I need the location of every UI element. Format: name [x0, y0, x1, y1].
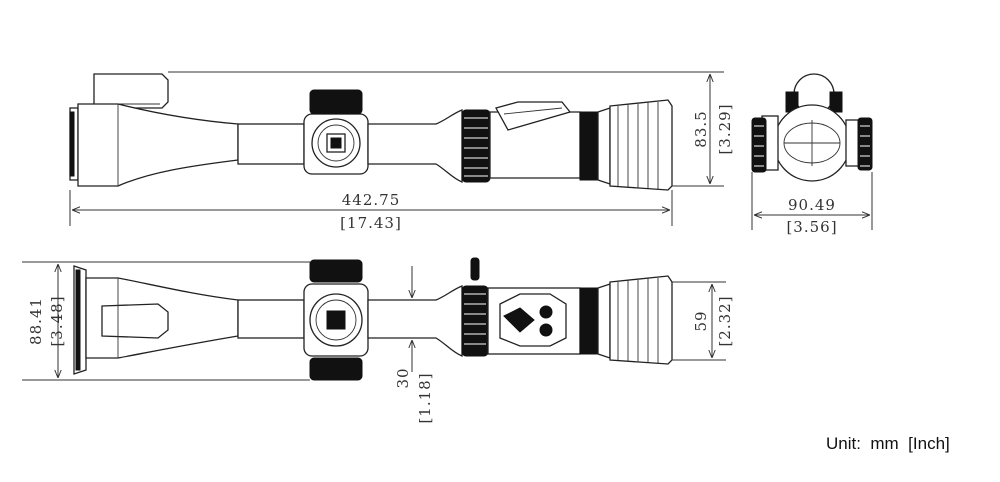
top-body — [487, 287, 581, 355]
tube-dimension: 30 [1.18] — [394, 266, 434, 424]
length-in-label: [17.43] — [340, 214, 402, 232]
main-tube-front — [237, 123, 305, 165]
scope-body — [489, 101, 581, 179]
front-right-knob — [845, 117, 873, 171]
front-view: 90.49 [3.56] — [751, 73, 873, 236]
top-tube-front — [237, 299, 305, 339]
top-view: 88.41 [3.48] 30 [1.18] 59 [2.32] — [22, 257, 734, 424]
length-mm-label: 442.75 — [342, 191, 401, 209]
width-mm-label: 90.49 — [788, 196, 836, 214]
side-turret — [303, 89, 369, 175]
main-tube-rear — [367, 109, 463, 183]
front-left-knob — [751, 115, 779, 173]
top-objective — [73, 265, 239, 375]
width-in-label: [3.56] — [786, 218, 837, 236]
top-width-in-label: [3.48] — [48, 295, 66, 346]
eyepiece-in-label: [2.32] — [716, 295, 734, 346]
focus-ring — [461, 109, 491, 183]
height-in-label: [3.29] — [716, 103, 734, 154]
side-view: 442.75 [17.43] 83.5 [3.29] — [69, 71, 734, 232]
unit-label: Unit: mm [Inch] — [826, 434, 950, 453]
width-dimension: 90.49 [3.56] — [751, 172, 873, 236]
eyepiece-dimension: 59 [2.32] — [672, 281, 734, 361]
top-width-dimension: 88.41 [3.48] — [22, 261, 310, 381]
top-tube-rear — [367, 285, 463, 357]
height-mm-label: 83.5 — [692, 110, 710, 147]
top-width-mm-label: 88.41 — [27, 297, 45, 345]
side-eyepiece — [579, 99, 673, 191]
objective-bell — [69, 103, 239, 187]
top-eyepiece — [579, 275, 673, 365]
tube-in-label: [1.18] — [416, 372, 434, 423]
lens-cap — [93, 73, 169, 109]
tube-mm-label: 30 — [394, 367, 412, 388]
height-dimension: 83.5 [3.29] — [168, 71, 734, 187]
top-focus-ring — [461, 257, 489, 357]
eyepiece-mm-label: 59 — [692, 310, 710, 331]
front-top-cap — [785, 73, 843, 115]
length-dimension: 442.75 [17.43] — [69, 190, 673, 232]
top-turret — [303, 259, 369, 381]
